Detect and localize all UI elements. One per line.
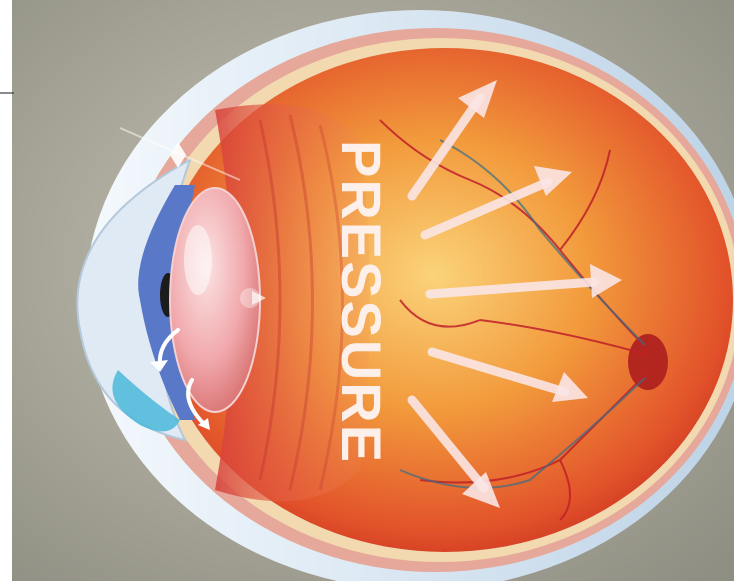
lens-highlight [184, 225, 212, 295]
pressure-label: PRESSURE [330, 140, 393, 464]
optic-disc [628, 334, 668, 390]
